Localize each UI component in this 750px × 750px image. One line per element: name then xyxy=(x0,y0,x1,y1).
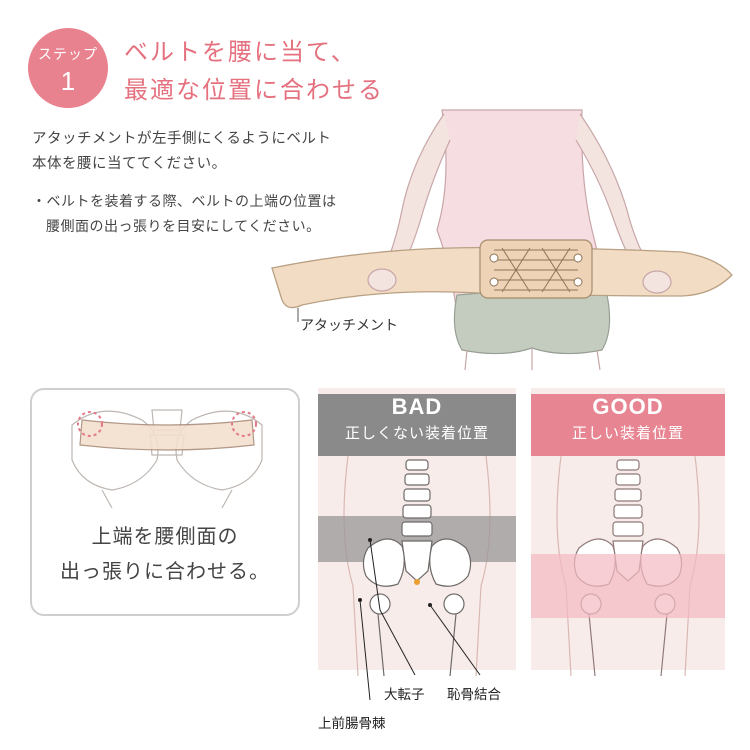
bad-subtitle: 正しくない装着位置 xyxy=(344,424,489,442)
callout-lines xyxy=(358,538,481,701)
bad-panel: BAD 正しくない装着位置 xyxy=(318,388,516,677)
instruction-line1: アタッチメントが左手側にくるようにベルト xyxy=(32,131,332,147)
instruction-line2: 本体を腰に当ててください。 xyxy=(32,156,227,172)
good-panel-header: GOOD 正しい装着位置 xyxy=(531,394,725,456)
good-panel: GOOD 正しい装着位置 xyxy=(531,388,725,677)
label-greater-trochanter: 大転子 xyxy=(384,687,425,703)
label-pubic-symphysis: 恥骨結合 xyxy=(447,687,501,703)
step-number: 1 xyxy=(60,66,76,96)
attachment-label: アタッチメント xyxy=(300,318,398,334)
bad-skeleton-illustration xyxy=(318,455,516,677)
good-subtitle: 正しい装着位置 xyxy=(571,424,684,442)
bad-panel-header: BAD 正しくない装着位置 xyxy=(318,394,516,456)
good-belt-band xyxy=(531,554,725,618)
belt-wearing-illustration xyxy=(271,109,733,370)
bad-title: BAD xyxy=(391,394,443,419)
good-skeleton-illustration xyxy=(531,455,725,677)
note-line1: ・ベルトを装着する際、ベルトの上端の位置は xyxy=(32,194,337,210)
tip-line2: 出っ張りに合わせる。 xyxy=(60,559,270,583)
pelvis-belt-illustration xyxy=(71,409,263,509)
good-title: GOOD xyxy=(592,394,664,419)
step-label: ステップ xyxy=(38,47,98,63)
page-title-line1: ベルトを腰に当て、 xyxy=(124,38,357,66)
page-title-line2: 最適な位置に合わせる xyxy=(124,76,384,104)
tip-line1: 上端を腰側面の xyxy=(91,524,239,548)
label-anterior-superior-iliac-spine: 上前腸骨棘 xyxy=(318,716,386,732)
step-badge: ステップ 1 xyxy=(28,28,108,108)
tip-box xyxy=(30,388,300,616)
note-line2: 腰側面の出っ張りを目安にしてください。 xyxy=(46,219,321,235)
